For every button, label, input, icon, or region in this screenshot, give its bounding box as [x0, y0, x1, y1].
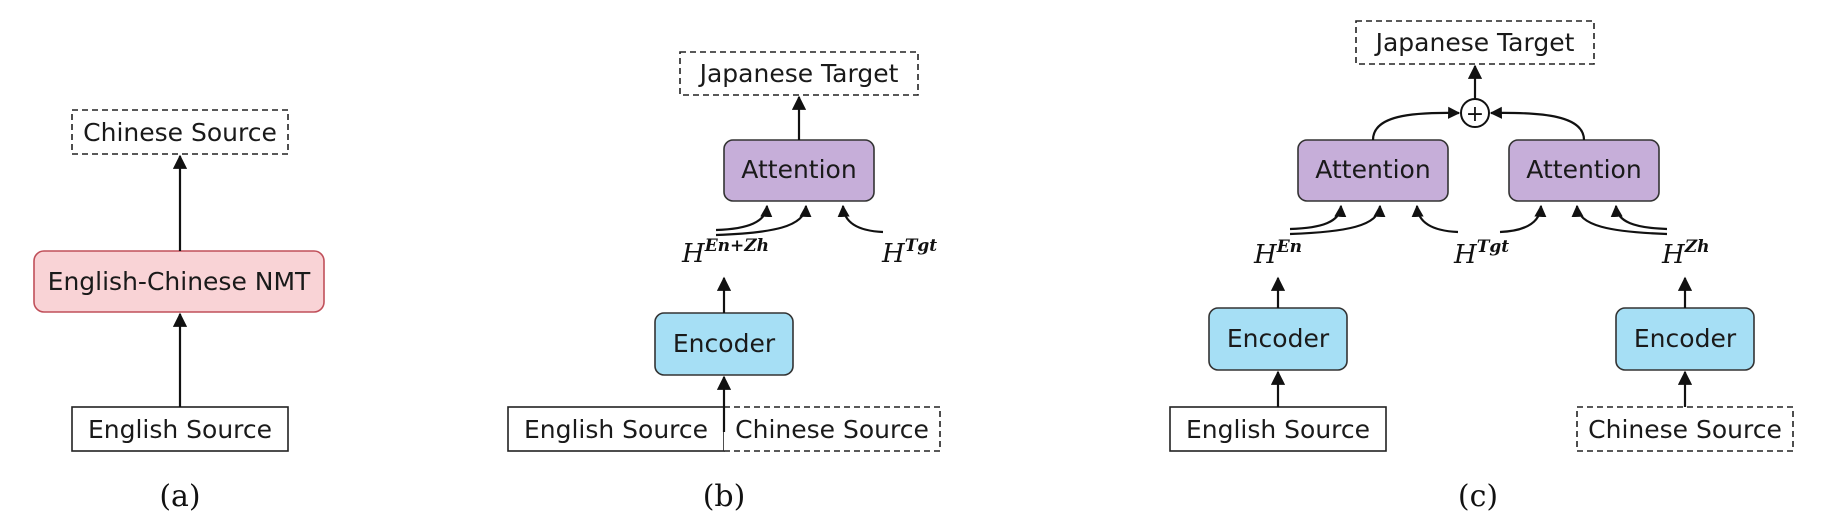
panel-c-chinese-source-box: Chinese Source	[1576, 406, 1794, 452]
panel-b-encoder-box: Encoder	[654, 312, 794, 376]
panel-c-english-source-box: English Source	[1169, 406, 1387, 452]
panel-a-english-source-box: English Source	[71, 406, 289, 452]
panel-b-attention-input-1	[715, 204, 773, 232]
panel-c-combine-node: +	[1460, 98, 1490, 128]
panel-b-attention-input-3	[837, 204, 884, 234]
panel-b-attention-box: Attention	[723, 139, 875, 202]
panel-c: Japanese Target + Attention Attention En…	[1169, 20, 1794, 514]
panel-c-attention-right-input-3	[1610, 204, 1668, 231]
panel-c-attention-right-input-1	[1499, 204, 1547, 234]
panel-b-english-source-label: English Source	[524, 415, 708, 444]
panel-a-nmt-label: English-Chinese NMT	[48, 267, 311, 296]
panel-b-hidden-target-label: HTgt	[881, 236, 937, 269]
panel-c-attention-left-input-2	[1289, 204, 1386, 236]
panel-b-japanese-target-box: Japanese Target	[679, 51, 919, 96]
panel-a-caption: (a)	[159, 479, 200, 514]
panel-b-encoder-label: Encoder	[673, 329, 776, 358]
panel-c-encoder-left-label: Encoder	[1227, 324, 1330, 353]
panel-c-attention-left-box: Attention	[1297, 139, 1449, 202]
panel-c-japanese-target-label: Japanese Target	[1374, 28, 1575, 57]
panel-c-encoder-left-box: Encoder	[1208, 307, 1348, 371]
panel-c-attention-left-label: Attention	[1315, 155, 1430, 184]
panel-a-chinese-source-label: Chinese Source	[83, 118, 277, 147]
panel-b-attention-label: Attention	[741, 155, 856, 184]
panel-c-arrow-attention-right-to-combine	[1489, 106, 1586, 141]
panel-a: Chinese Source English-Chinese NMT Engli…	[33, 109, 325, 514]
panel-c-caption: (c)	[1458, 479, 1498, 514]
panel-b: Japanese Target Attention Encoder Englis…	[507, 51, 941, 514]
panel-c-encoder-right-box: Encoder	[1615, 307, 1755, 371]
panel-c-attention-right-input-2	[1571, 204, 1668, 236]
panel-c-japanese-target-box: Japanese Target	[1355, 20, 1595, 65]
panel-a-nmt-box: English-Chinese NMT	[33, 250, 325, 313]
panel-b-chinese-source-box: Chinese Source	[724, 406, 941, 452]
panel-c-plus-symbol: +	[1466, 102, 1484, 127]
panel-c-hidden-target-label: HTgt	[1453, 237, 1509, 270]
panel-b-caption: (b)	[703, 479, 746, 514]
panel-b-japanese-target-label: Japanese Target	[698, 59, 899, 88]
panel-c-encoder-right-label: Encoder	[1634, 324, 1737, 353]
panel-b-attention-input-2	[715, 204, 812, 237]
panel-b-chinese-source-label: Chinese Source	[735, 415, 929, 444]
panel-a-chinese-source-box: Chinese Source	[71, 109, 289, 155]
panel-c-attention-left-input-1	[1289, 204, 1347, 231]
panel-c-arrow-attention-left-to-combine	[1371, 106, 1461, 141]
panel-c-attention-right-label: Attention	[1526, 155, 1641, 184]
panel-c-english-source-label: English Source	[1186, 415, 1370, 444]
panel-c-hidden-en-label: HEn	[1253, 237, 1302, 270]
panel-c-chinese-source-label: Chinese Source	[1588, 415, 1782, 444]
panel-c-hidden-zh-label: HZh	[1661, 237, 1709, 270]
panel-b-english-source-box: English Source	[507, 406, 725, 452]
panel-b-hidden-combined-label: HEn+Zh	[681, 236, 769, 269]
panel-c-attention-right-box: Attention	[1508, 139, 1660, 202]
panel-a-english-source-label: English Source	[88, 415, 272, 444]
panel-c-attention-left-input-3	[1411, 204, 1459, 234]
